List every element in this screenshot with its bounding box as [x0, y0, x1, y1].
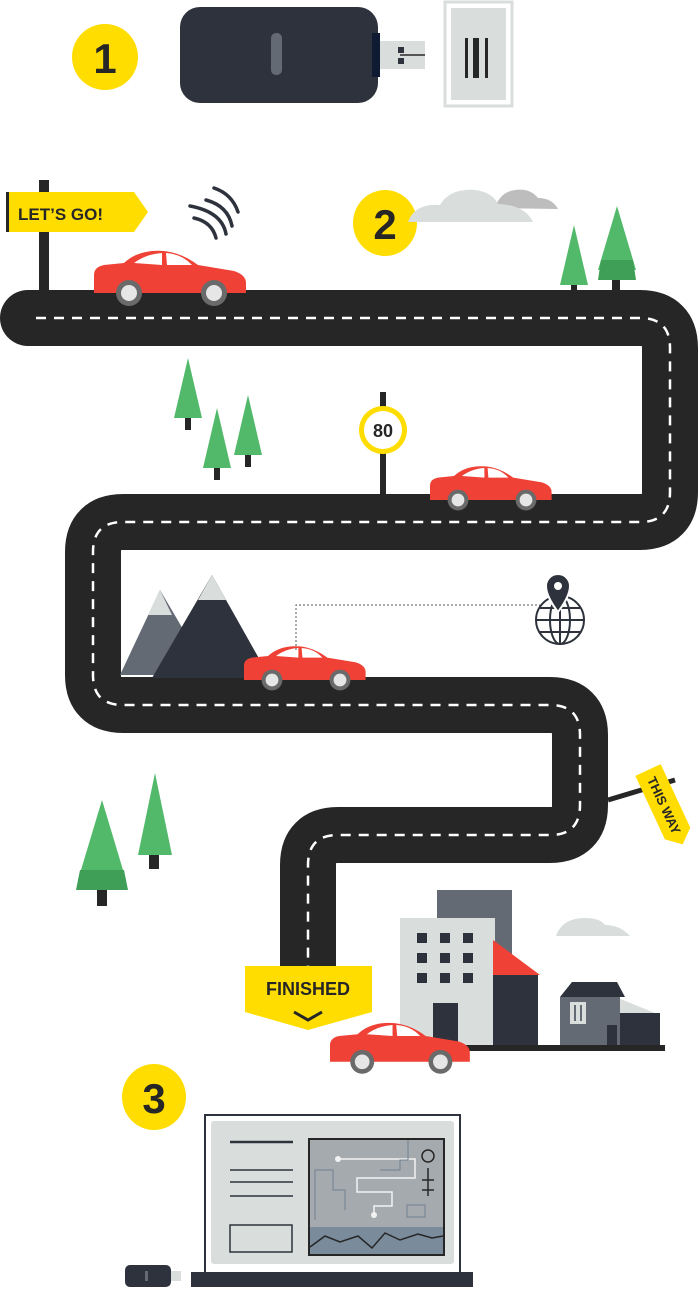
tree-icon: [138, 773, 172, 869]
finished-sign: FINISHED: [245, 966, 372, 1030]
finished-label: FINISHED: [266, 979, 350, 999]
step-2-number: 2: [373, 201, 396, 248]
tree-icon: [203, 408, 231, 480]
tree-icon: [174, 358, 202, 430]
step-3-badge: 3: [122, 1064, 186, 1130]
lets-go-sign: LET’S GO!: [6, 180, 148, 292]
gps-location-icon: [295, 573, 585, 650]
usb-cap-icon: [443, 0, 514, 108]
city-buildings-icon: [380, 890, 665, 1051]
mountains-icon: [120, 575, 270, 678]
winding-road: [0, 290, 698, 1013]
step-3-number: 3: [142, 1075, 165, 1122]
tree-icon: [76, 800, 128, 906]
step-1-number: 1: [93, 35, 116, 82]
usb-dongle-small-icon: [125, 1265, 181, 1287]
speed-limit-label: 80: [373, 421, 393, 441]
step-1-badge: 1: [72, 24, 138, 90]
tree-icon: [560, 225, 588, 297]
step-2-badge: 2: [353, 190, 417, 256]
cloud-icon: [408, 189, 558, 222]
tree-icon: [234, 395, 262, 467]
usb-dongle-icon: [180, 7, 425, 103]
lets-go-label: LET’S GO!: [18, 205, 103, 224]
speed-limit-sign: 80: [359, 392, 407, 496]
this-way-sign: THIS WAY: [607, 764, 691, 845]
tree-icon: [598, 206, 636, 292]
laptop-icon: [191, 1114, 473, 1287]
wireless-signal-icon: [188, 186, 240, 240]
